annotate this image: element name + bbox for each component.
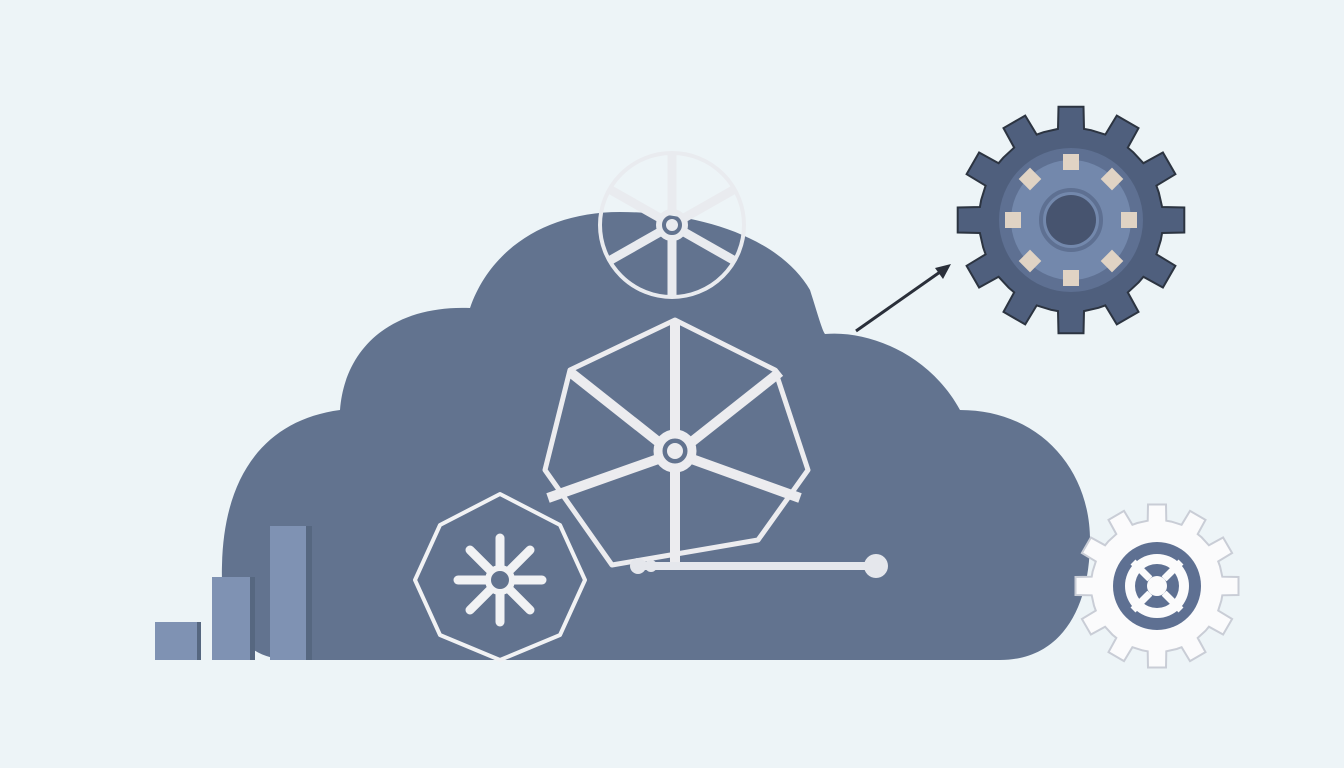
ship-wheel-icon-small [413,492,587,662]
gear-icon [956,105,1186,335]
arrow-icon [855,264,951,333]
connector-line [630,554,888,578]
gear-spoke-gap [1130,559,1153,582]
bar-medium-shade [250,577,255,660]
gear-hub [1046,195,1096,245]
gear-spoke-gap [1130,590,1153,613]
gear-accent-block [1121,212,1137,228]
bar-small [155,622,199,660]
bar-small-shade [197,622,201,660]
ship-wheel-icon-large [542,317,811,570]
gear-hub [1147,576,1167,596]
bar-chart-icon [155,526,312,660]
bar-medium [212,577,252,660]
bar-tall [270,526,308,660]
gear-spoke-gap [1161,559,1184,582]
gear-accent-block [1063,270,1079,286]
gear-accent-block [1063,154,1079,170]
ship-wheel-icon-ghost [598,151,746,299]
gear-accent-block [1005,212,1021,228]
gear-icon-white [1074,503,1240,669]
bar-tall-shade [306,526,312,660]
gear-spoke-gap [1161,590,1184,613]
